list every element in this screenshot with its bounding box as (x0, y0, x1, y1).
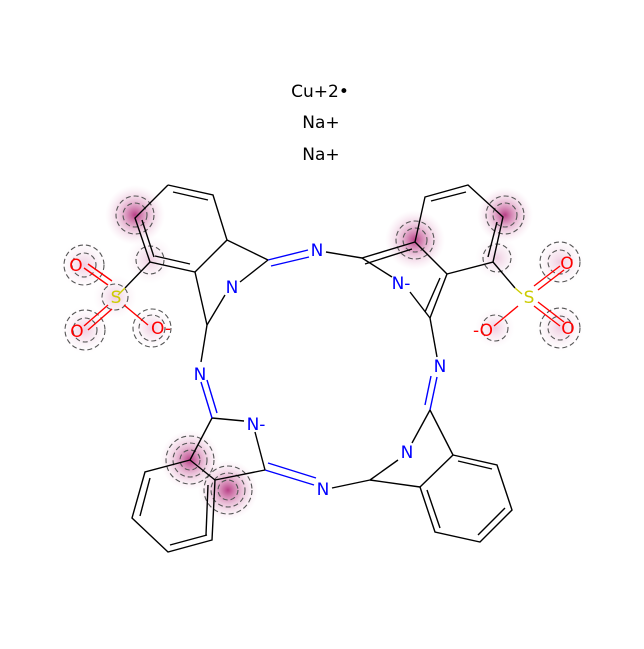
atom-o-left-top: O (69, 256, 82, 276)
nitrogen-atoms: N N N- N N N- N N (194, 241, 447, 500)
sulfonate-right: S O O -O (473, 254, 575, 341)
atom-o-left-bottom: O (70, 322, 83, 342)
sodium-ion-label-2: Na+ (302, 145, 339, 165)
atom-n-minus-top-right: N- (392, 274, 411, 294)
atom-o-right-bottom: O (561, 319, 574, 339)
atom-o-minus-left: O- (151, 319, 171, 339)
atom-o-minus-right: -O (473, 321, 493, 341)
atom-o-right-top: O (560, 254, 573, 274)
atom-n-minus-bottom-left: N- (247, 415, 266, 435)
copper-ion-label: Cu+2• (291, 82, 349, 102)
highlight-layer (60, 185, 584, 520)
atom-n-top: N (311, 241, 324, 261)
atom-n-left: N (194, 365, 207, 385)
sulfonate-left: S O O O- (69, 256, 171, 342)
contour-layer (63, 195, 581, 515)
atom-n-bottom-right: N (401, 443, 414, 463)
atom-s-right: S (524, 288, 535, 308)
atom-n-right: N (434, 357, 447, 377)
counter-ions: Cu+2• Na+ Na+ (291, 82, 349, 165)
sodium-ion-label-1: Na+ (302, 113, 339, 133)
atom-n-bottom: N (317, 480, 330, 500)
bond-layer (83, 184, 565, 553)
atom-s-left: S (111, 288, 122, 308)
atom-n-top-left: N (226, 278, 239, 298)
